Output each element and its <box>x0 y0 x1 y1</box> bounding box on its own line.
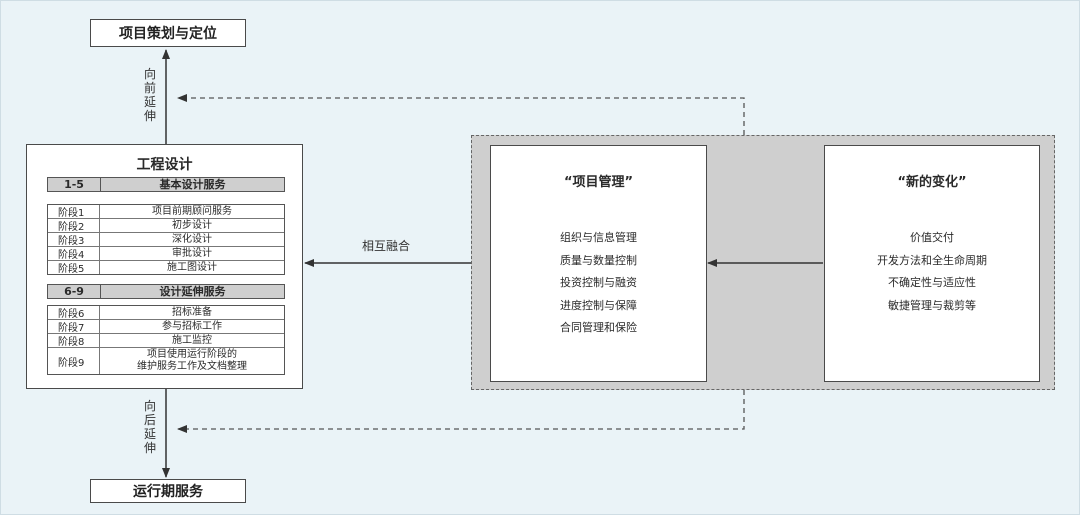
dashed-forward-path <box>177 94 745 135</box>
table-row: 阶段5 施工图设计 <box>48 260 284 275</box>
group-header-basic: 1-5 基本设计服务 <box>47 177 285 192</box>
list-item: 投资控制与融资 <box>560 276 637 289</box>
stage-label: 阶段2 <box>48 219 100 233</box>
list-item: 质量与数量控制 <box>560 253 637 267</box>
stage-task: 初步设计 <box>172 219 212 231</box>
stage-label: 阶段4 <box>48 247 100 261</box>
list-item: 敏捷管理与裁剪等 <box>888 298 976 312</box>
stage-task: 招标准备 <box>172 306 212 318</box>
forward-extend-label: 向前延伸 <box>143 67 156 123</box>
stage-task: 审批设计 <box>172 247 212 259</box>
stage-label: 阶段3 <box>48 233 100 247</box>
stage-table-extended: 阶段6 招标准备 阶段7 参与招标工作 阶段8 施工监控 阶段9 项目使用运行阶… <box>47 305 285 375</box>
list-item: 不确定性与适应性 <box>888 276 976 289</box>
table-row: 阶段9 项目使用运行阶段的 维护服务工作及文档整理 <box>48 347 284 374</box>
stage-label: 阶段1 <box>48 205 100 219</box>
stage-task: 施工图设计 <box>167 261 217 273</box>
design-title: 工程设计 <box>136 157 193 173</box>
stage-label: 阶段7 <box>48 320 100 334</box>
stage-task: 项目前期顾问服务 <box>152 205 232 217</box>
group-name: 基本设计服务 <box>159 178 226 191</box>
group-name: 设计延伸服务 <box>159 285 226 298</box>
stage-table-basic: 阶段1 项目前期顾问服务 阶段2 初步设计 阶段3 深化设计 阶段4 审批设计 … <box>47 204 285 275</box>
management-group: “项目管理” 组织与信息管理 质量与数量控制 投资控制与融资 进度控制与保障 合… <box>471 135 1055 390</box>
stage-task: 深化设计 <box>172 233 212 245</box>
new-changes-panel: “新的变化” 价值交付 开发方法和全生命周期 不确定性与适应性 敏捷管理与裁剪等 <box>824 145 1040 382</box>
operation-box: 运行期服务 <box>90 479 246 503</box>
table-row: 阶段6 招标准备 <box>48 306 284 320</box>
table-row: 阶段4 审批设计 <box>48 246 284 261</box>
pm-title: “项目管理” <box>563 175 634 190</box>
dashed-backward-path <box>177 390 745 433</box>
stage-task: 施工监控 <box>172 334 212 346</box>
changes-title: “新的变化” <box>897 175 967 190</box>
list-item: 价值交付 <box>910 231 954 244</box>
table-row: 阶段7 参与招标工作 <box>48 319 284 334</box>
stage-label: 阶段6 <box>48 306 100 320</box>
stage-task: 参与招标工作 <box>162 320 222 332</box>
group-number: 6-9 <box>48 285 101 298</box>
table-row: 阶段3 深化设计 <box>48 232 284 247</box>
engineering-design-panel: 工程设计 1-5 基本设计服务 阶段1 项目前期顾问服务 阶段2 初步设计 阶段… <box>26 144 303 389</box>
table-row: 阶段2 初步设计 <box>48 218 284 233</box>
group-number: 1-5 <box>48 178 101 191</box>
table-row: 阶段1 项目前期顾问服务 <box>48 205 284 219</box>
stage-label: 阶段5 <box>48 261 100 275</box>
table-row: 阶段8 施工监控 <box>48 333 284 348</box>
backward-extend-label: 向后延伸 <box>143 399 156 455</box>
project-management-panel: “项目管理” 组织与信息管理 质量与数量控制 投资控制与融资 进度控制与保障 合… <box>490 145 707 382</box>
pm-list: 组织与信息管理 质量与数量控制 投资控制与融资 进度控制与保障 合同管理和保险 <box>491 227 706 340</box>
list-item: 合同管理和保险 <box>560 321 637 334</box>
fusion-label: 相互融合 <box>362 239 411 253</box>
list-item: 进度控制与保障 <box>560 298 637 312</box>
changes-list: 价值交付 开发方法和全生命周期 不确定性与适应性 敏捷管理与裁剪等 <box>825 227 1039 317</box>
planning-box: 项目策划与定位 <box>90 19 246 47</box>
stage-task: 项目使用运行阶段的 维护服务工作及文档整理 <box>137 349 247 372</box>
stage-label: 阶段9 <box>48 348 100 374</box>
list-item: 开发方法和全生命周期 <box>877 253 987 267</box>
stage-label: 阶段8 <box>48 334 100 348</box>
group-header-extended: 6-9 设计延伸服务 <box>47 284 285 299</box>
list-item: 组织与信息管理 <box>560 231 637 244</box>
